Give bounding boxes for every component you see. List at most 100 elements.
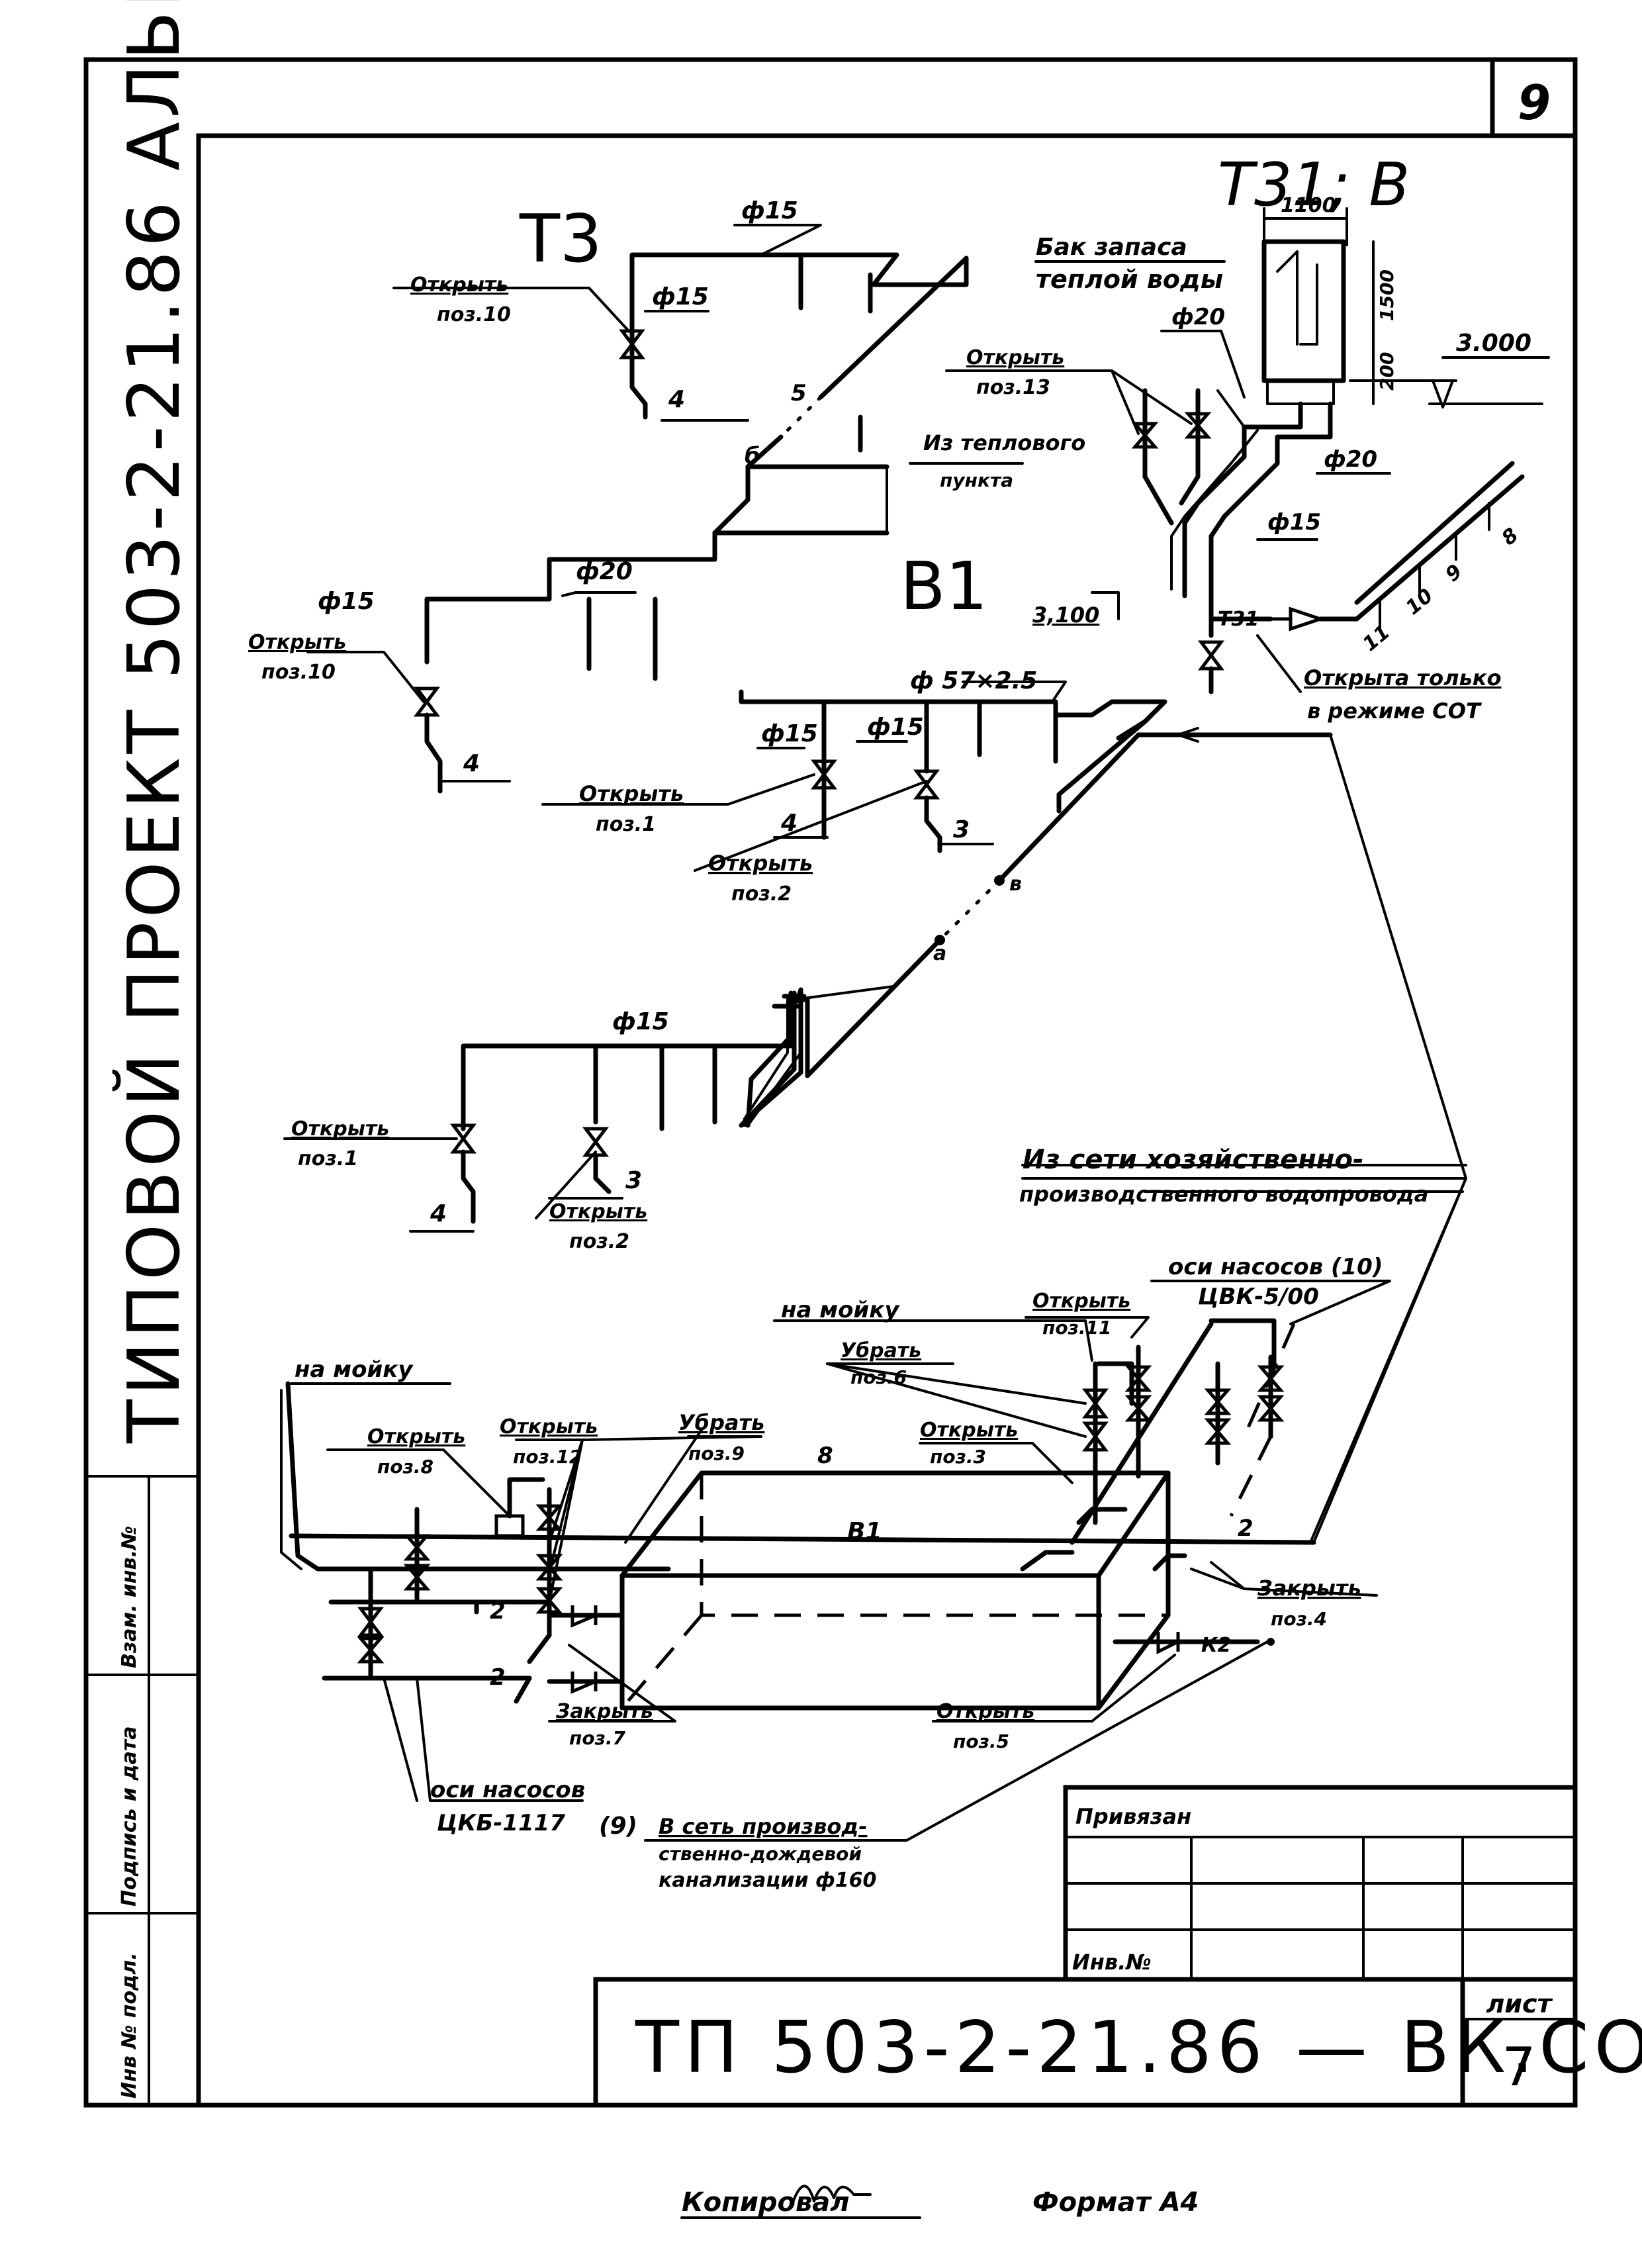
t3-d15-valve: ф15 [652, 283, 709, 310]
close4-pos: поз.4 [1271, 1608, 1327, 1630]
b1-d15b: ф15 [867, 714, 924, 741]
t3-open10a: Открыть [410, 273, 508, 297]
only-sot-b: в режиме СОТ [1307, 698, 1482, 724]
side-stamp: Инв № подл. Подпись и дата Взам. инв.№ [85, 1475, 200, 2106]
open11-pos: поз.11 [1042, 1317, 1111, 1339]
open5-pos: поз.5 [953, 1730, 1009, 1752]
open12-pos: поз.12 [513, 1446, 582, 1468]
t3-system: Т3 ф15 Открыть поз.10 ф1 [248, 197, 1085, 794]
b1-system: В1 [283, 547, 1333, 1253]
inv-label: Инв.№ [1072, 1950, 1152, 1975]
side-col-inv: Инв № подл. [118, 1952, 141, 2099]
tank-n9: 9 [1441, 560, 1467, 587]
dim-200: 200 [1376, 352, 1398, 391]
tank-open13: Открыть [966, 346, 1064, 369]
open8: Открыть [367, 1425, 465, 1448]
tank-system: Т31; В Бак запаса теплой воды 1100 1500 … [945, 150, 1550, 724]
t3-open10b-pos: поз.10 [261, 661, 336, 684]
b1-num3: 3 [953, 816, 970, 843]
t3-num4a: 4 [668, 386, 685, 413]
title-code: ТП 503-2-21.86 — ВК.СОТ [635, 2007, 1642, 2089]
level-3100: 3,100 [1032, 602, 1099, 628]
tank-n8: 8 [1498, 524, 1523, 550]
pump-n2c: 2 [1238, 1515, 1254, 1542]
b1-title: В1 [900, 547, 987, 625]
sewer-c: канализации ф160 [659, 1869, 876, 1892]
to-wash-a: на мойку [781, 1297, 900, 1323]
privyazan-label: Привязан [1075, 1804, 1191, 1829]
level-3000: 3.000 [1456, 330, 1531, 357]
remove9: Убрать [678, 1410, 764, 1435]
from-net-b: производственного водопровода [1019, 1182, 1428, 1207]
axis10-b: ЦВК-5/00 [1198, 1284, 1319, 1310]
side-col-sign: Подпись и дата [118, 1726, 141, 1907]
axis10-a: оси насосов (10) [1168, 1254, 1383, 1280]
list-label: лист [1486, 1989, 1553, 2018]
format-label: Формат А4 [1032, 2187, 1199, 2218]
b1-open2b-pos: поз.2 [569, 1230, 629, 1253]
t3-d15-left: ф15 [318, 588, 375, 615]
t3-from-heat-a: Из теплового [923, 430, 1085, 455]
b1-open1: Открыть [579, 781, 684, 806]
tank-n11: 11 [1359, 620, 1394, 656]
tank-n10: 10 [1402, 584, 1437, 620]
t3-open10b: Открыть [248, 631, 346, 654]
pump-n2b: 2 [490, 1664, 506, 1691]
t3-open10a-pos: поз.10 [437, 303, 511, 326]
axis9-c: (9) [599, 1813, 637, 1840]
tank-d20b: ф20 [1324, 446, 1377, 473]
open3: Открыть [920, 1419, 1018, 1442]
b1-open2b: Открыть [549, 1200, 647, 1223]
title-block: Привязан Инв.№ ТП 503-2-21.86 — ВК.СОТ л… [593, 1785, 1642, 2108]
remove6: Убрать [841, 1339, 921, 1362]
close7: Закрыть [555, 1700, 653, 1723]
from-net-a: Из сети хозяйственно- [1023, 1145, 1364, 1175]
open8-pos: поз.8 [377, 1456, 433, 1478]
b1-d15-low: ф15 [612, 1008, 669, 1035]
b1-open1b-pos: поз.1 [298, 1147, 358, 1170]
b1-open1-pos: поз.1 [596, 813, 656, 836]
close7-pos: поз.7 [569, 1727, 625, 1749]
inner-frame [196, 133, 1578, 2108]
pump-system: В1 [280, 727, 1467, 1892]
only-sot-a: Открыта только [1304, 665, 1502, 690]
sewer-b: ственно-дождевой [659, 1843, 862, 1865]
pump-n2a: 2 [490, 1598, 506, 1625]
b1-break-a: а [933, 942, 946, 965]
b1-open2: Открыть [708, 851, 813, 876]
copied-label: Копировал [682, 2187, 850, 2218]
b1-break-b: в [1009, 873, 1022, 896]
remove9-pos: поз.9 [688, 1442, 745, 1464]
tank-title: Т31; В [1218, 150, 1410, 220]
tank-open13-pos: поз.13 [976, 376, 1050, 399]
open11: Открыть [1032, 1290, 1130, 1313]
b1-open2-pos: поз.2 [731, 882, 792, 906]
b1-num4b: 4 [430, 1200, 447, 1227]
pump-b1-line: В1 [847, 1518, 882, 1545]
tank-box [1261, 239, 1346, 383]
t3-title: Т3 [519, 200, 602, 277]
k2-label: К2 [1201, 1634, 1231, 1657]
t3-break5: 5 [791, 380, 807, 406]
tank-name-b: теплой воды [1036, 265, 1223, 294]
open5: Открыть [936, 1700, 1034, 1723]
page-number: 9 [1518, 75, 1551, 130]
side-col-replace: Взам. инв.№ [118, 1526, 141, 1668]
t3-break6: б [745, 443, 760, 469]
close4: Закрыть [1257, 1576, 1361, 1601]
t3-num4b: 4 [463, 750, 480, 777]
signature [790, 2185, 872, 2209]
t3-d15-top: ф15 [741, 197, 798, 224]
b1-num4: 4 [780, 810, 798, 837]
open12: Открыть [500, 1415, 598, 1439]
tank-name-a: Бак запаса [1036, 234, 1187, 261]
remove6-pos: поз.6 [850, 1366, 907, 1388]
b1-d57: ф 57×2.5 [910, 667, 1037, 694]
b1-open1b: Открыть [291, 1117, 389, 1141]
tank-d20a: ф20 [1171, 304, 1225, 330]
t3-from-heat-b: пункта [940, 469, 1013, 491]
b1-num3b: 3 [625, 1167, 642, 1194]
t3-d20: ф20 [576, 558, 633, 585]
pump-num8: 8 [817, 1442, 833, 1469]
